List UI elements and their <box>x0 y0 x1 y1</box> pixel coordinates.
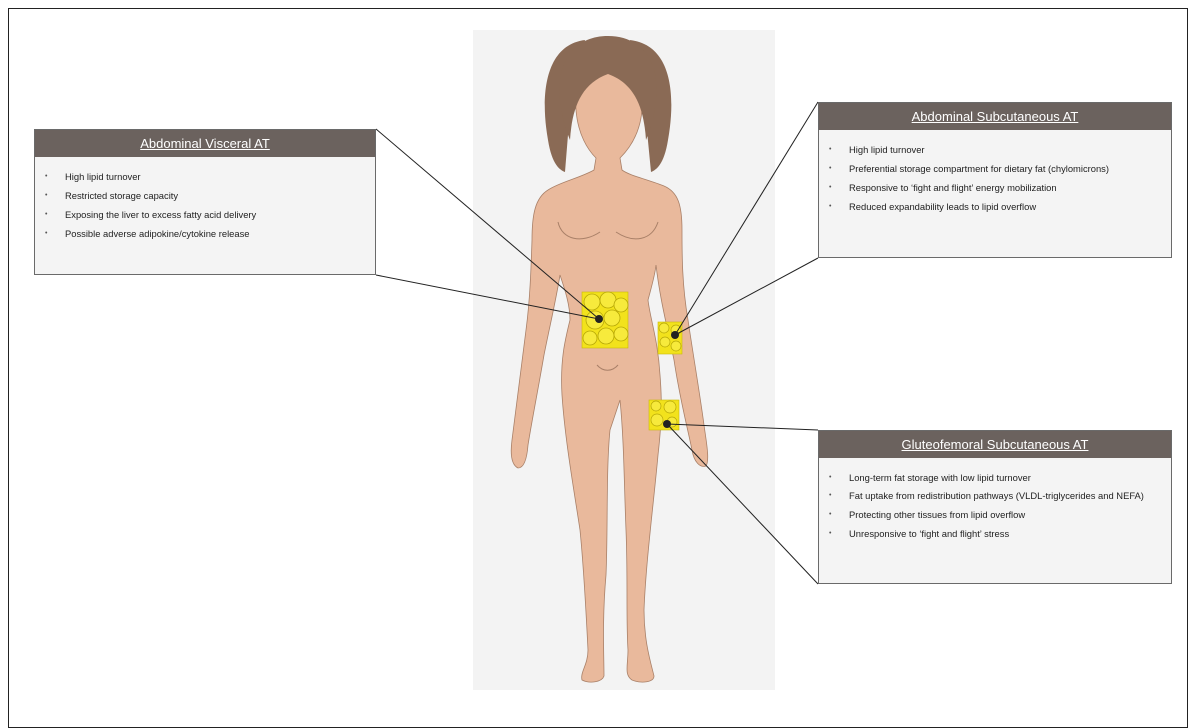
visceral-at-panel: Abdominal Visceral AT High lipid turnove… <box>34 129 376 275</box>
visceral-marker-dot <box>595 315 603 323</box>
list-item: Unresponsive to ‘fight and flight’ stres… <box>849 524 1161 543</box>
list-item: Exposing the liver to excess fatty acid … <box>65 205 365 224</box>
visceral-fat-patch <box>582 292 628 348</box>
list-item: Possible adverse adipokine/cytokine rele… <box>65 224 365 243</box>
list-item: Reduced expandability leads to lipid ove… <box>849 197 1161 216</box>
glut-marker-dot <box>663 420 671 428</box>
abd-sub-marker-dot <box>671 331 679 339</box>
gluteofemoral-subcutaneous-at-list: Long-term fat storage with low lipid tur… <box>819 458 1171 549</box>
abdominal-subcutaneous-fat-patch <box>658 322 682 354</box>
visceral-at-list: High lipid turnover Restricted storage c… <box>35 157 375 249</box>
list-item: Restricted storage capacity <box>65 186 365 205</box>
list-item: Responsive to ‘fight and flight’ energy … <box>849 178 1161 197</box>
gluteofemoral-subcutaneous-at-title: Gluteofemoral Subcutaneous AT <box>819 431 1171 458</box>
list-item: High lipid turnover <box>65 167 365 186</box>
abdominal-subcutaneous-at-panel: Abdominal Subcutaneous AT High lipid tur… <box>818 102 1172 258</box>
abdominal-subcutaneous-at-list: High lipid turnover Preferential storage… <box>819 130 1171 222</box>
visceral-at-title: Abdominal Visceral AT <box>35 130 375 157</box>
list-item: Protecting other tissues from lipid over… <box>849 505 1161 524</box>
list-item: Fat uptake from redistribution pathways … <box>849 487 1161 505</box>
list-item: High lipid turnover <box>849 140 1161 159</box>
gluteofemoral-subcutaneous-at-panel: Gluteofemoral Subcutaneous AT Long-term … <box>818 430 1172 584</box>
list-item: Long-term fat storage with low lipid tur… <box>849 468 1161 487</box>
abdominal-subcutaneous-at-title: Abdominal Subcutaneous AT <box>819 103 1171 130</box>
list-item: Preferential storage compartment for die… <box>849 159 1161 178</box>
